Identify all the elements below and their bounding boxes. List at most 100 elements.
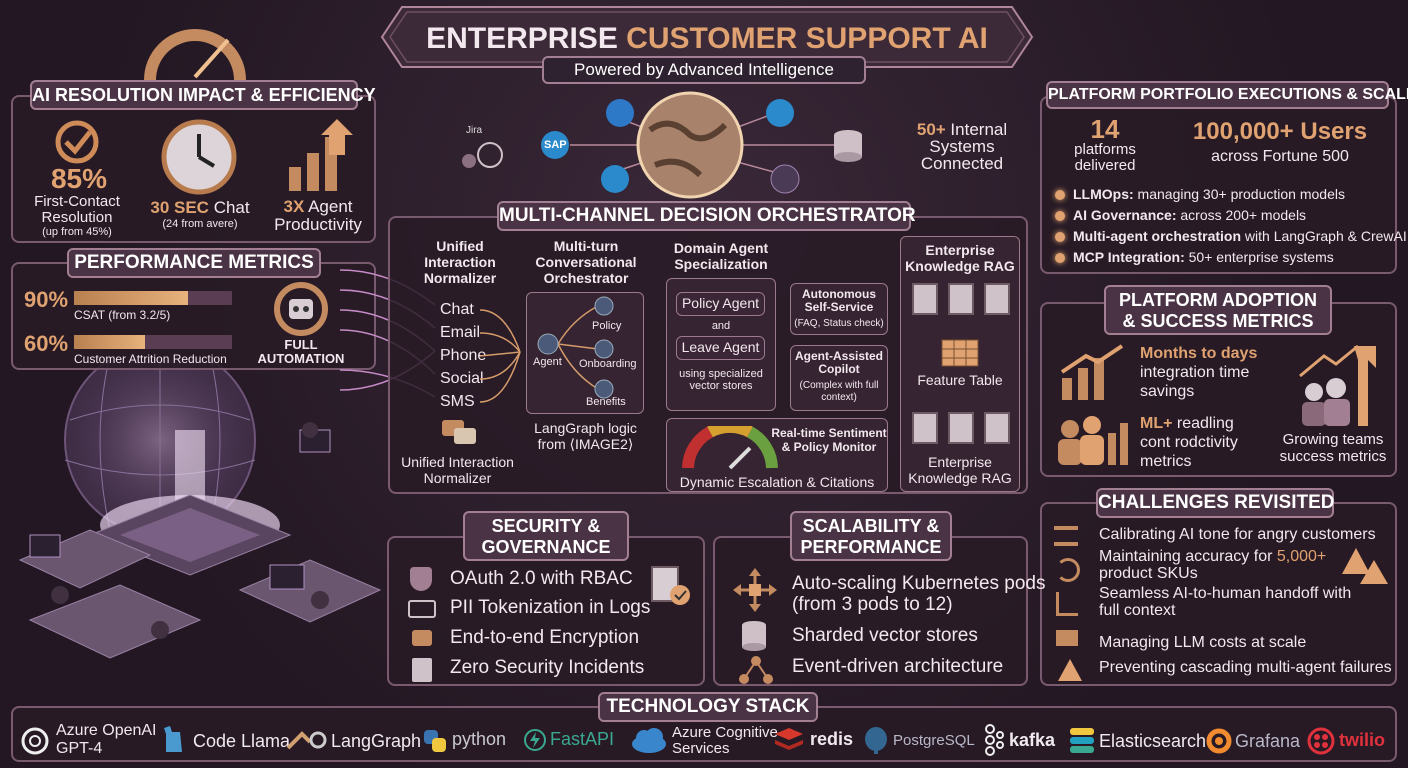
python-icon — [424, 730, 446, 752]
sentiment-gauge-icon — [682, 426, 778, 470]
performance-title: PERFORMANCE METRICS — [67, 248, 321, 278]
csat-bar — [74, 291, 232, 305]
tech-stack-title: TECHNOLOGY STACK — [598, 692, 818, 722]
policy-agent: Policy Agent — [676, 292, 765, 316]
elasticsearch-icon — [1070, 728, 1094, 753]
portfolio-list: LLMOps: managing 30+ production models A… — [1055, 184, 1407, 268]
feature-table-label: Feature Table — [917, 372, 1003, 388]
chat-note: (24 from avere) — [162, 218, 238, 230]
people-growth-icon — [1299, 344, 1376, 426]
normalizer-foot: Unified Interaction Normalizer — [401, 454, 514, 486]
csat-pct: 90% — [24, 287, 69, 312]
sentiment-title: Real-time Sentiment & Policy Monitor — [771, 426, 887, 454]
autonomous-title: Autonomous Self-Service — [802, 287, 876, 314]
chat-metric: 30 SEC Chat — [150, 198, 250, 217]
database-icon — [742, 621, 766, 651]
bulb-icon — [1055, 211, 1065, 222]
agent-node-label: Agent — [533, 356, 562, 368]
scalability-panel — [713, 536, 1028, 686]
robot-icon — [274, 282, 328, 336]
team-growth-icon — [1058, 416, 1128, 465]
channel-list: Chat Email Phone Social SMS — [440, 298, 486, 413]
copilot-box — [790, 345, 888, 411]
challenge-2: Maintaining accuracy for 5,000+product S… — [1099, 548, 1327, 582]
channel-merge-arrows — [480, 309, 521, 403]
multiturn-title: Multi-turn Conversational Orchestrator — [535, 238, 637, 286]
bulb-icon — [1055, 190, 1065, 201]
document-icon — [912, 283, 938, 315]
tech-postgresql: PostgreSQL — [893, 732, 975, 749]
users-label: across Fortune 500 — [1211, 148, 1349, 165]
fastapi-icon — [524, 729, 546, 751]
copilot-title: Agent-Assisted Copilot — [794, 349, 883, 376]
langgraph-icon — [286, 731, 327, 750]
autonomous-note: (FAQ, Status check) — [794, 318, 884, 329]
growth-chart-icon — [289, 119, 353, 191]
portfolio-item: Multi-agent orchestration with LangGraph… — [1055, 226, 1407, 247]
portfolio-item: LLMOps: managing 30+ production models — [1055, 184, 1407, 205]
rag-title: Enterprise Knowledge RAG — [905, 242, 1015, 274]
tech-twilio: twilio — [1339, 730, 1385, 750]
scalability-title: SCALABILITY &PERFORMANCE — [790, 511, 952, 561]
challenge-5: Preventing cascading multi-agent failure… — [1099, 659, 1392, 676]
domain-agent-title: Domain Agent Specialization — [673, 240, 769, 272]
event-network-icon — [739, 656, 773, 684]
cloud-icon — [632, 728, 666, 753]
clock-icon — [161, 119, 237, 195]
document-icon — [984, 283, 1010, 315]
alert-icon — [1058, 659, 1082, 681]
grafana-icon — [1206, 728, 1232, 754]
lock-icon — [412, 630, 432, 646]
channel-social: Social — [440, 370, 484, 387]
title-banner — [380, 6, 1034, 68]
node-policy: Policy — [592, 320, 622, 332]
warning-icon — [1342, 548, 1388, 584]
document-icon — [912, 412, 938, 444]
tech-kafka: kafka — [1009, 730, 1056, 750]
rag-foot: Enterprise Knowledge RAG — [908, 454, 1012, 486]
check-circle-icon — [55, 120, 99, 164]
handoff-icon — [1056, 592, 1078, 616]
autoscaling-item: Auto-scaling Kubernetes pods(from 3 pods… — [792, 573, 1046, 615]
challenge-4: Managing LLM costs at scale — [1099, 634, 1307, 651]
leave-agent: Leave Agent — [676, 336, 765, 360]
security-item: Zero Security Incidents — [450, 657, 645, 678]
tech-python: python — [452, 729, 507, 749]
security-item: End-to-end Encryption — [450, 627, 640, 648]
id-card-icon — [408, 600, 436, 618]
orchestrator-title: MULTI-CHANNEL DECISION ORCHESTRATOR — [497, 201, 916, 231]
portfolio-item: AI Governance: across 200+ models — [1055, 205, 1407, 226]
document-icon — [948, 412, 974, 444]
rising-chart-icon — [1060, 344, 1124, 400]
tech-langgraph: LangGraph — [331, 731, 422, 751]
security-item: OAuth 2.0 with RBAC — [450, 568, 633, 589]
channel-chat: Chat — [440, 301, 474, 318]
attrition-bar-fill — [74, 335, 146, 349]
security-item: PII Tokenization in Logs — [450, 597, 651, 618]
first-contact-pct: 85% — [50, 163, 108, 194]
postgres-icon — [865, 727, 887, 754]
document-icon — [984, 412, 1010, 444]
and-label: and — [711, 320, 731, 332]
twilio-icon — [1307, 727, 1335, 755]
openai-icon — [21, 727, 49, 755]
attrition-pct: 60% — [24, 331, 69, 356]
barrier-icon — [1054, 526, 1078, 546]
users-number: 100,000+ Users — [1192, 118, 1368, 145]
csat-label: CSAT (from 3.2/5) — [74, 308, 171, 322]
speedometer-icon — [144, 29, 246, 80]
platforms-label: platforms delivered — [1074, 141, 1136, 174]
document-icon — [948, 283, 974, 315]
bulb-icon — [1055, 232, 1065, 243]
attrition-bar — [74, 335, 232, 349]
channel-email: Email — [440, 324, 481, 341]
redis-icon — [775, 728, 803, 750]
full-automation-label: FULL AUTOMATION — [257, 337, 345, 366]
copilot-note: (Complex with full context) — [799, 380, 879, 403]
security-title: SECURITY &GOVERNANCE — [463, 511, 629, 561]
